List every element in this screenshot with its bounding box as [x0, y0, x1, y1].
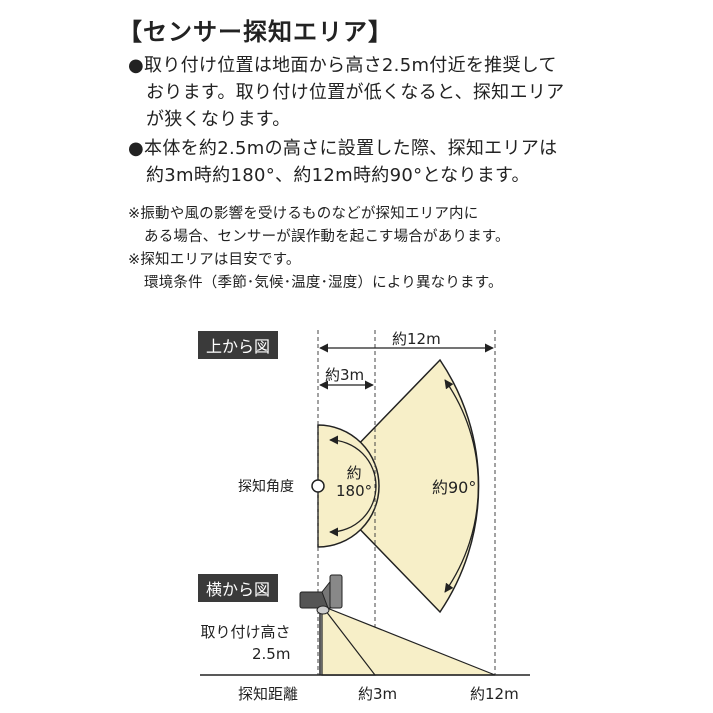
note-line: 環境条件（季節･気候･温度･湿度）により異なります。: [144, 275, 503, 291]
bullet-mark: ●: [128, 138, 145, 159]
side-view-label: 横から図: [198, 574, 279, 602]
note-item: ※振動や風の影響を受けるものなどが探知エリア内に ある場合、センサーが誤作動を起…: [128, 203, 510, 249]
angle-180-value: 180°: [336, 482, 373, 500]
dist-3m-bottom-label: 約3m: [358, 685, 398, 703]
mount-height-value: 2.5m: [252, 645, 291, 663]
note-line: 振動や風の影響を受けるものなどが探知エリア内に: [140, 206, 479, 222]
bullet-line: 約3m時約180°、約12m時約90°となります。: [146, 165, 530, 186]
bullet-mark: ●: [128, 55, 145, 76]
detection-angle-label: 探知角度: [238, 479, 294, 495]
bullet-line: 本体を約2.5mの高さに設置した際、探知エリアは: [144, 138, 558, 159]
mount-height-label: 取り付け高さ 2.5m: [200, 621, 290, 665]
section-title: 【センサー探知エリア】: [118, 18, 393, 46]
bullet-line: 取り付け位置は地面から高さ2.5m付近を推奨して: [144, 55, 557, 76]
bullet-line: おります。取り付け位置が低くなると、探知エリア: [146, 82, 565, 103]
note-item: ※探知エリアは目安です。 環境条件（季節･気候･温度･湿度）により異なります。: [128, 249, 510, 295]
detect-distance-label: 探知距離: [238, 685, 299, 703]
top-view-label: 上から図: [198, 331, 279, 359]
note-mark: ※: [128, 206, 141, 222]
angle-180-label: 約 180°: [336, 464, 372, 500]
bullet-list: ●取り付け位置は地面から高さ2.5m付近を推奨して おります。取り付け位置が低く…: [128, 52, 564, 189]
arc-arrow-180: [329, 435, 377, 537]
note-line: 探知エリアは目安です。: [140, 252, 301, 268]
arc-arrow-90: [444, 379, 480, 593]
angle-90-label: 約90°: [432, 478, 477, 497]
dist-12m-bottom-label: 約12m: [470, 685, 519, 703]
dist-12m-top-label: 約12m: [392, 330, 441, 348]
angle-180-prefix: 約: [346, 464, 362, 482]
bullet-item: ●取り付け位置は地面から高さ2.5m付近を推奨して おります。取り付け位置が低く…: [128, 52, 564, 133]
sensor-light-icon: [299, 574, 343, 615]
bullet-item: ●本体を約2.5mの高さに設置した際、探知エリアは 約3m時約180°、約12m…: [128, 135, 564, 189]
note-mark: ※: [128, 252, 141, 268]
note-line: ある場合、センサーが誤作動を起こす場合があります。: [144, 229, 510, 245]
notes-list: ※振動や風の影響を受けるものなどが探知エリア内に ある場合、センサーが誤作動を起…: [128, 203, 510, 295]
mount-height-title: 取り付け高さ: [200, 623, 291, 641]
sensor-origin-icon: [311, 479, 325, 493]
bullet-line: が狭くなります。: [146, 109, 291, 130]
dist-3m-top-label: 約3m: [325, 366, 365, 384]
